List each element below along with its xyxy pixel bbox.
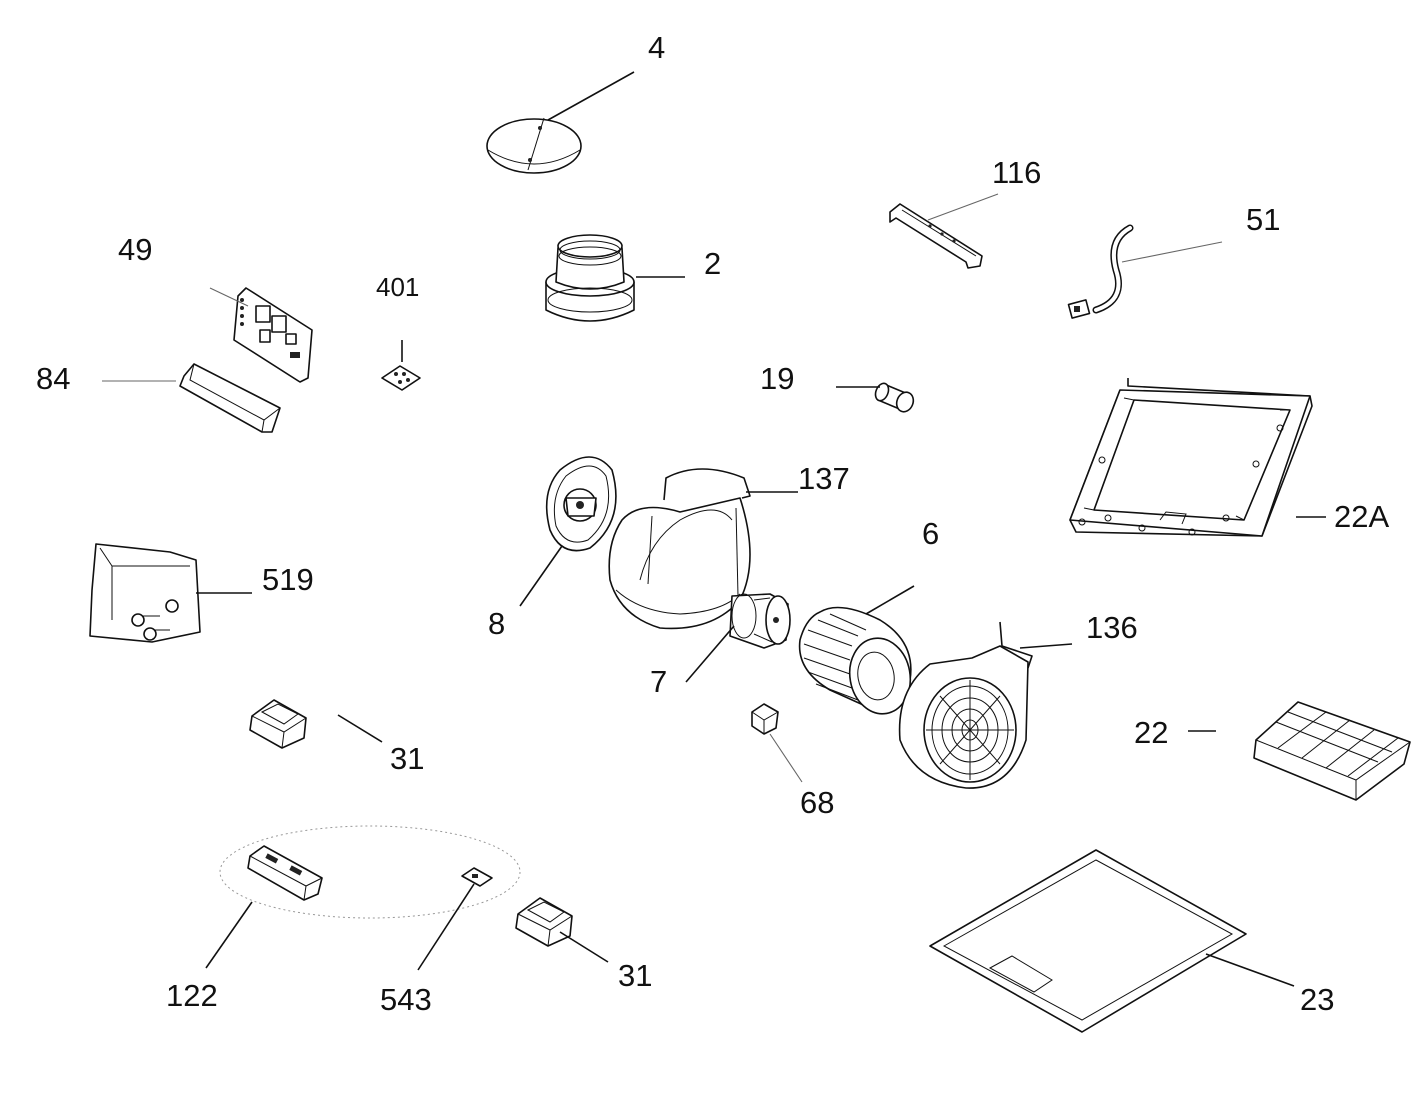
part-116-bracket	[889, 203, 983, 269]
label-22: 22	[1134, 715, 1168, 750]
label-401: 401	[376, 272, 419, 302]
label-8: 8	[488, 606, 505, 641]
part-401-chip	[381, 365, 421, 391]
part-7-motor	[729, 593, 791, 649]
part-31-junction-box-lower	[515, 897, 573, 947]
part-8-mount-plate	[545, 456, 617, 552]
label-543: 543	[380, 982, 432, 1017]
part-543-sensor	[461, 867, 493, 887]
label-136: 136	[1086, 610, 1138, 645]
leader-23	[1205, 953, 1295, 987]
part-136-housing	[898, 621, 1033, 789]
leader-51	[1121, 241, 1223, 263]
label-51: 51	[1246, 202, 1280, 237]
label-122: 122	[166, 978, 218, 1013]
label-23: 23	[1300, 982, 1334, 1017]
leader-116	[927, 193, 999, 221]
part-519-hardware-bag	[89, 543, 201, 643]
leader-6	[865, 585, 915, 615]
leader-7	[685, 625, 735, 683]
leader-31-lower	[559, 931, 609, 963]
part-6-blower-wheel	[798, 606, 912, 715]
label-22A: 22A	[1334, 499, 1389, 534]
label-116: 116	[992, 155, 1041, 190]
part-84-tray	[179, 363, 281, 433]
part-51-power-cable	[1067, 224, 1134, 319]
part-31-junction-box-upper	[249, 699, 307, 749]
part-4-cover-disc	[486, 117, 582, 174]
part-137-scroll-housing	[608, 468, 751, 630]
leader-4	[547, 71, 635, 121]
part-68-switch	[751, 703, 779, 735]
part-2-duct-collar	[545, 234, 635, 322]
part-23-filter-frame	[929, 849, 1247, 1033]
part-122-control-panel	[247, 845, 323, 901]
label-4: 4	[648, 30, 665, 65]
label-84: 84	[36, 361, 70, 396]
leader-8	[519, 545, 563, 607]
leader-31-upper	[337, 714, 383, 743]
leader-122	[205, 901, 253, 969]
label-68: 68	[800, 785, 834, 820]
group-outline	[219, 825, 521, 919]
label-31-lower: 31	[618, 958, 652, 993]
label-31-upper: 31	[390, 741, 424, 776]
label-19: 19	[760, 361, 794, 396]
label-6: 6	[922, 516, 939, 551]
part-49-pcb	[233, 287, 313, 383]
leader-543	[417, 883, 475, 971]
leader-136	[1019, 643, 1073, 649]
part-22A-frame	[1069, 378, 1313, 537]
label-49: 49	[118, 232, 152, 267]
part-22-filter-grid	[1253, 701, 1411, 801]
label-2: 2	[704, 246, 721, 281]
label-519: 519	[262, 562, 314, 597]
label-137: 137	[798, 461, 850, 496]
leader-49	[209, 287, 249, 307]
leader-68	[769, 733, 803, 783]
label-7: 7	[650, 664, 667, 699]
